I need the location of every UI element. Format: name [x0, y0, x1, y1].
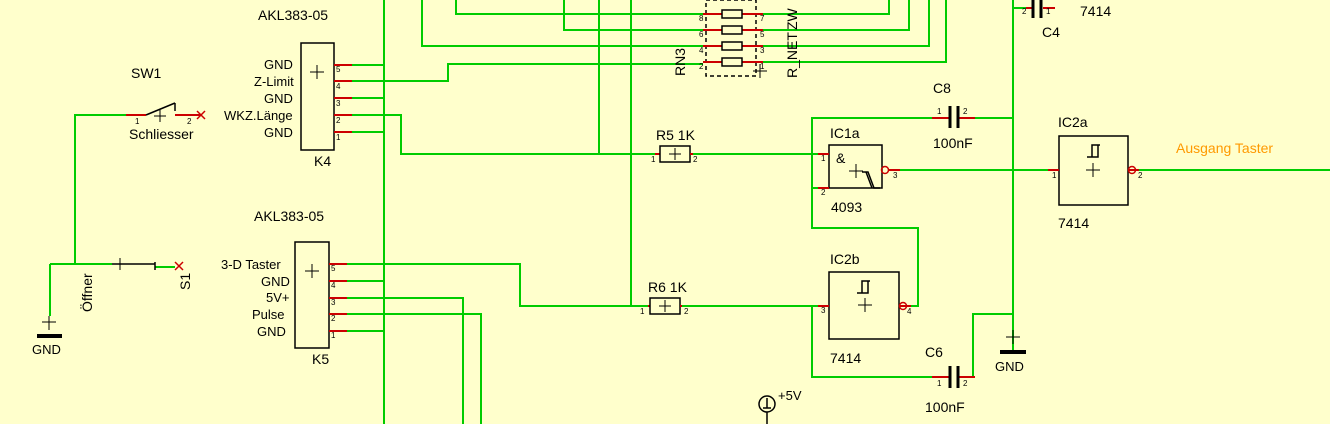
switch-sw1[interactable]: 1 2 SW1 Schliesser [126, 65, 206, 142]
resistor-network-rn3[interactable]: 8 6 4 2 7 5 3 1 RN3 R_NET ZW [672, 0, 800, 78]
ic2a-label: IC2a [1058, 114, 1088, 130]
connector-k5[interactable]: AKL383-05 3-D Taster GND 5V+ Pulse GND 5… [221, 208, 347, 367]
r6-pin2: 2 [684, 307, 689, 316]
rn3-pin-number: 6 [699, 30, 704, 39]
rn3-pin-number: 1 [760, 62, 765, 71]
k5-pin-label: 5V+ [266, 290, 290, 305]
k5-pin-number: 3 [331, 298, 336, 307]
ic1a-and-symbol: & [836, 150, 846, 166]
rn3-pin-number: 7 [760, 14, 765, 23]
c6-pin1: 1 [937, 379, 942, 388]
sw1-pin1: 1 [135, 117, 140, 126]
c6-pin2: 2 [963, 379, 968, 388]
c8-value: 100nF [933, 135, 973, 151]
capacitor-c8[interactable]: 1 2 C8 100nF [932, 80, 975, 151]
ic1a-type-label: 4093 [831, 199, 862, 215]
k4-pin-number: 2 [336, 116, 341, 125]
ic1a-pin1: 1 [821, 154, 826, 163]
gnd-label-left: GND [32, 342, 61, 357]
ic-ic2a[interactable]: 1 2 IC2a 7414 [1048, 114, 1143, 231]
rn3-label: RN3 [672, 48, 688, 76]
r5-pin1: 1 [651, 155, 656, 164]
ic1a-pin2: 2 [821, 188, 826, 197]
k5-label: K5 [312, 351, 329, 367]
ic-top-type-label: 7414 [1080, 3, 1111, 19]
sw1-pin2: 2 [187, 117, 192, 126]
resistor-r6[interactable]: 1 2 R6 1K [640, 279, 689, 316]
ic2a-pin1: 1 [1052, 171, 1057, 180]
k5-type-label: AKL383-05 [254, 208, 324, 224]
k4-pin-label: WKZ.Länge [224, 108, 293, 123]
ic-ic2b[interactable]: 3 4 IC2b 7414 [818, 251, 912, 366]
k4-pin-label: GND [264, 125, 293, 140]
ic2a-pin2: 2 [1138, 171, 1143, 180]
c6-value: 100nF [925, 399, 965, 415]
c6-label: C6 [925, 344, 943, 360]
ic-ic1a[interactable]: & 1 2 3 IC1a 4093 [818, 125, 900, 215]
k5-pin-number: 5 [331, 264, 336, 273]
gnd-symbol-right: GND [995, 330, 1026, 374]
oeffner-label: Öffner [78, 273, 95, 312]
s1-label: S1 [177, 273, 193, 290]
k4-pin-number: 5 [336, 65, 341, 74]
rn3-pin-number: 2 [699, 62, 704, 71]
rnet-label: R_NET [784, 32, 800, 78]
ic2b-label: IC2b [830, 251, 860, 267]
k4-pin-number: 4 [336, 82, 341, 91]
zw-label: ZW [784, 7, 800, 30]
rn3-pin-number: 3 [760, 46, 765, 55]
switch-s1[interactable]: Öffner S1 [78, 258, 193, 312]
ic1a-pin3: 3 [893, 171, 898, 180]
k4-pin-number: 1 [336, 133, 341, 142]
k5-pin-number: 1 [331, 331, 336, 340]
k4-type-label: AKL383-05 [258, 7, 328, 23]
gnd-symbol-left: GND [32, 316, 62, 357]
k5-pin-label: GND [257, 324, 286, 339]
r5-label: R5 1K [656, 127, 696, 143]
k5-pin-label: Pulse [252, 307, 285, 322]
sw1-label: SW1 [131, 65, 162, 81]
vcc-symbol: +5V [758, 388, 802, 424]
k4-pin-label: GND [264, 57, 293, 72]
ic1a-label: IC1a [830, 125, 860, 141]
k5-pin-number: 2 [331, 314, 336, 323]
k5-pin-label: 3-D Taster [221, 257, 281, 272]
k4-pin-label: GND [264, 91, 293, 106]
gnd-label-right: GND [995, 359, 1024, 374]
k4-label: K4 [314, 153, 331, 169]
ic2b-type-label: 7414 [830, 350, 861, 366]
r5-pin2: 2 [693, 155, 698, 164]
output-label: Ausgang Taster [1176, 140, 1273, 156]
rn3-pin-number: 4 [699, 46, 704, 55]
r6-label: R6 1K [648, 279, 688, 295]
connector-k4[interactable]: AKL383-05 GND Z-Limit GND WKZ.Länge GND … [224, 7, 352, 169]
capacitor-c4[interactable]: 2 1 C4 7414 [1022, 0, 1111, 40]
c4-pin1: 1 [1046, 7, 1051, 16]
c4-pin2: 2 [1022, 7, 1027, 16]
c4-label: C4 [1042, 24, 1060, 40]
wires [49, 0, 1330, 424]
sw1-type-label: Schliesser [129, 126, 194, 142]
resistor-r5[interactable]: 1 2 R5 1K [651, 127, 698, 164]
ic2b-pin3: 3 [821, 306, 826, 315]
vcc-label: +5V [778, 388, 802, 403]
ic2a-type-label: 7414 [1058, 215, 1089, 231]
r6-pin1: 1 [640, 307, 645, 316]
capacitor-c6[interactable]: 1 2 C6 100nF [925, 344, 975, 415]
c8-pin1: 1 [937, 107, 942, 116]
k5-pin-number: 4 [331, 281, 336, 290]
c8-pin2: 2 [963, 107, 968, 116]
rn3-pin-number: 8 [699, 14, 704, 23]
rn3-pin-number: 5 [760, 30, 765, 39]
c8-label: C8 [933, 80, 951, 96]
k5-pin-label: GND [261, 274, 290, 289]
k4-pin-number: 3 [336, 99, 341, 108]
k4-pin-label: Z-Limit [254, 74, 294, 89]
ic2b-pin4: 4 [907, 307, 912, 316]
